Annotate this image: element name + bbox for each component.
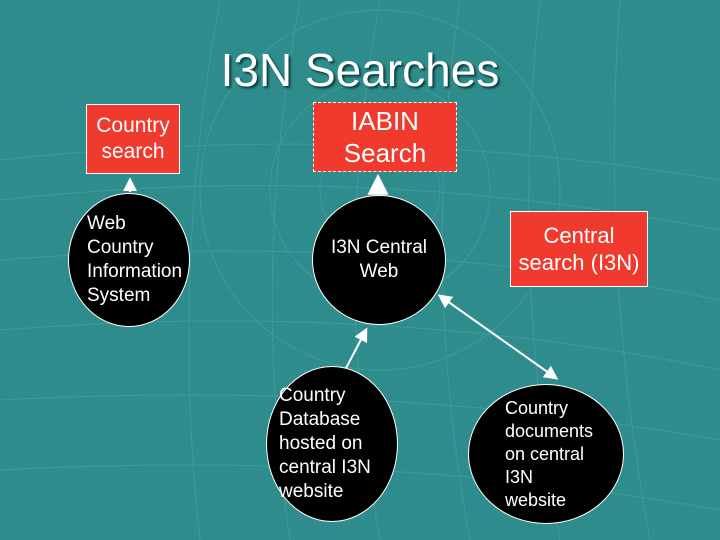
- country-database-node: Country Database hosted on central I3N w…: [266, 366, 398, 522]
- central-search-label: Central search (I3N): [518, 223, 640, 275]
- country-search-box: Country search: [86, 104, 180, 174]
- arrow-central-docs: [437, 294, 559, 380]
- iabin-search-box: IABIN Search: [313, 102, 457, 172]
- country-database-label: Country Database hosted on central I3N w…: [279, 385, 371, 502]
- web-country-info-label: Web Country Information System: [87, 213, 183, 306]
- web-country-info-node: Web Country Information System: [68, 193, 190, 327]
- country-search-label: Country search: [96, 114, 170, 163]
- iabin-search-label: IABIN Search: [343, 106, 427, 168]
- country-documents-node: Country documents on central I3N website: [468, 384, 624, 524]
- central-search-box: Central search (I3N): [510, 211, 648, 287]
- country-documents-label: Country documents on central I3N website: [505, 397, 594, 510]
- i3n-central-web-label: I3N Central Web: [330, 237, 428, 282]
- arrow-db-to-i3n: [343, 327, 368, 373]
- i3n-central-web-node: I3N Central Web: [312, 195, 446, 325]
- page-title: I3N Searches: [220, 44, 500, 96]
